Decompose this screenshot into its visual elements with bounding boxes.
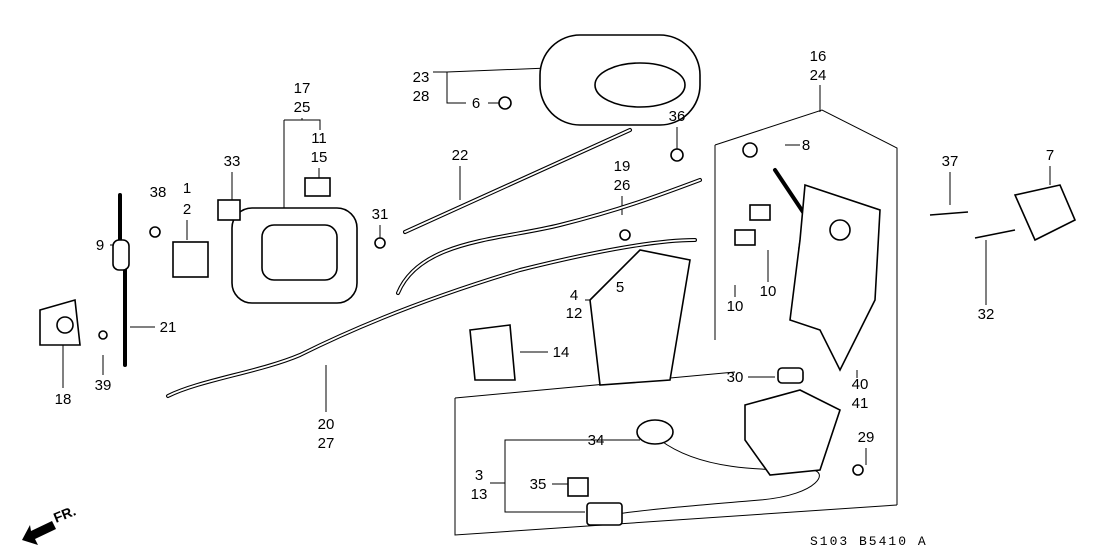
label-3: 3 — [475, 467, 483, 484]
label-36: 36 — [669, 108, 686, 125]
label-31: 31 — [372, 206, 389, 223]
connector — [586, 502, 623, 526]
label-18: 18 — [55, 391, 72, 408]
clip-11-15 — [304, 177, 331, 197]
label-22: 22 — [452, 147, 469, 164]
label-2: 2 — [183, 201, 191, 218]
label-25: 25 — [294, 99, 311, 116]
label-11: 11 — [311, 130, 327, 147]
label-35: 35 — [530, 476, 547, 493]
clip-10b — [749, 204, 771, 221]
clip-6 — [498, 96, 512, 110]
clip-35 — [567, 477, 589, 497]
label-41: 41 — [852, 395, 869, 412]
protector-4-12 — [589, 249, 691, 386]
rods — [118, 128, 820, 516]
label-8: 8 — [802, 137, 810, 154]
grommet-30 — [777, 367, 804, 384]
clamp-34 — [636, 419, 674, 445]
screw-39 — [98, 330, 108, 340]
latch-assembly — [789, 183, 881, 372]
part-8 — [742, 142, 758, 158]
holder-14 — [469, 324, 516, 381]
label-34: 34 — [588, 432, 605, 449]
label-17: 17 — [294, 80, 311, 97]
group-frame-lines — [454, 85, 898, 536]
label-37: 37 — [942, 153, 959, 170]
label-27: 27 — [318, 435, 335, 452]
label-16: 16 — [810, 48, 827, 65]
screw-38 — [149, 226, 161, 238]
clip-10a — [734, 229, 756, 246]
label-10b: 10 — [760, 283, 777, 300]
label-14: 14 — [553, 344, 570, 361]
label-19: 19 — [614, 158, 631, 175]
screw-29 — [852, 464, 864, 476]
callout-labels: 23 28 6 36 22 19 26 17 25 11 15 33 38 1 … — [55, 48, 1055, 503]
front-arrow-icon — [22, 521, 56, 545]
bolt-36 — [670, 148, 684, 162]
label-40: 40 — [852, 376, 869, 393]
screw-32 — [974, 229, 1016, 239]
label-32: 32 — [978, 306, 995, 323]
label-5: 5 — [616, 279, 624, 296]
label-38: 38 — [150, 184, 167, 201]
label-7: 7 — [1046, 147, 1054, 164]
label-6: 6 — [472, 95, 480, 112]
screw-31 — [374, 237, 386, 249]
leader-lines — [62, 67, 1051, 513]
label-24: 24 — [810, 67, 827, 84]
screw-5 — [619, 229, 631, 241]
label-28: 28 — [413, 88, 430, 105]
label-1: 1 — [183, 180, 191, 197]
label-13: 13 — [471, 486, 488, 503]
parts — [39, 34, 1077, 526]
front-indicator: FR. — [22, 502, 78, 545]
label-10a: 10 — [727, 298, 744, 315]
label-20: 20 — [318, 416, 335, 433]
label-26: 26 — [614, 177, 631, 194]
label-21: 21 — [160, 319, 177, 336]
front-label: FR. — [51, 502, 78, 525]
label-15: 15 — [311, 149, 328, 166]
label-29: 29 — [858, 429, 875, 446]
knob-9 — [112, 239, 130, 271]
bolt-37 — [929, 211, 969, 216]
label-4: 4 — [570, 287, 578, 304]
label-39: 39 — [95, 377, 112, 394]
label-33: 33 — [224, 153, 241, 170]
label-9: 9 — [96, 237, 104, 254]
part-1-2 — [172, 241, 209, 278]
label-30: 30 — [727, 369, 744, 386]
label-12: 12 — [566, 305, 583, 322]
striker-7 — [1013, 184, 1077, 242]
diagram-code: S103 B5410 A — [810, 534, 928, 549]
label-23: 23 — [413, 69, 430, 86]
actuator — [744, 389, 841, 476]
clip-33 — [217, 199, 241, 221]
